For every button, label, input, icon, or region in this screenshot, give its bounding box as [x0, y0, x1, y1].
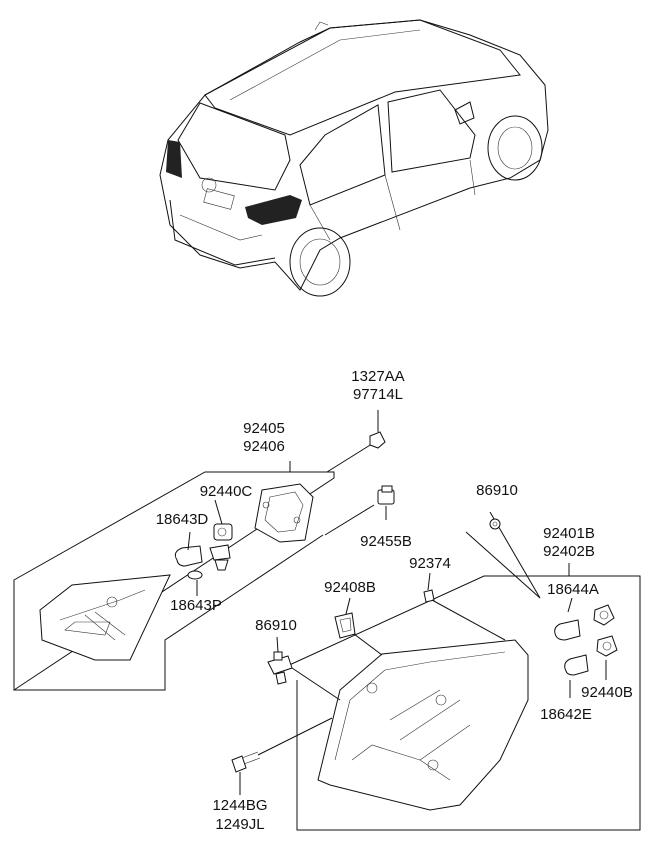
socket-upper [593, 604, 615, 626]
clip-92408b [334, 612, 356, 639]
label-86910-left: 86910 [255, 617, 297, 634]
label-18643d: 18643D [156, 511, 209, 528]
label-92405: 92405 [243, 420, 285, 437]
gasket-part [254, 483, 314, 543]
inner-lamp-group [13, 461, 335, 691]
label-97714l: 97714L [353, 386, 403, 403]
socket-92440c [209, 523, 233, 571]
label-18644a: 18644A [547, 581, 599, 598]
nut-1327aa [369, 431, 386, 449]
bulb-18642e [564, 654, 589, 676]
label-92440b: 92440B [581, 684, 633, 701]
label-92455b: 92455B [360, 533, 412, 550]
label-92406: 92406 [243, 438, 285, 455]
label-18642e: 18642E [540, 706, 592, 723]
outer-lamp-group [284, 563, 641, 831]
label-92374: 92374 [409, 555, 451, 572]
label-92401b: 92401B [543, 525, 595, 542]
grommet-86910-top [489, 518, 501, 530]
inner-lamp-housing [39, 574, 171, 661]
screw-92455b [377, 485, 395, 505]
bulb-18643p [187, 570, 203, 580]
socket-92440b [596, 635, 618, 657]
label-18643p: 18643P [170, 597, 222, 614]
label-1244bg: 1244BG [212, 797, 267, 814]
label-92402b: 92402B [543, 543, 595, 560]
bulb-18644a [554, 619, 581, 641]
bolt-1244bg [231, 751, 261, 773]
label-1249jl: 1249JL [215, 816, 264, 833]
label-86910-top: 86910 [476, 482, 518, 499]
vehicle-illustration [159, 19, 549, 297]
grommet-86910-left [267, 651, 293, 685]
label-92440c: 92440C [200, 483, 253, 500]
screw-92374 [423, 589, 435, 603]
bulb-18643d [174, 545, 203, 567]
label-1327aa: 1327AA [351, 368, 404, 385]
label-92408b: 92408B [324, 579, 376, 596]
